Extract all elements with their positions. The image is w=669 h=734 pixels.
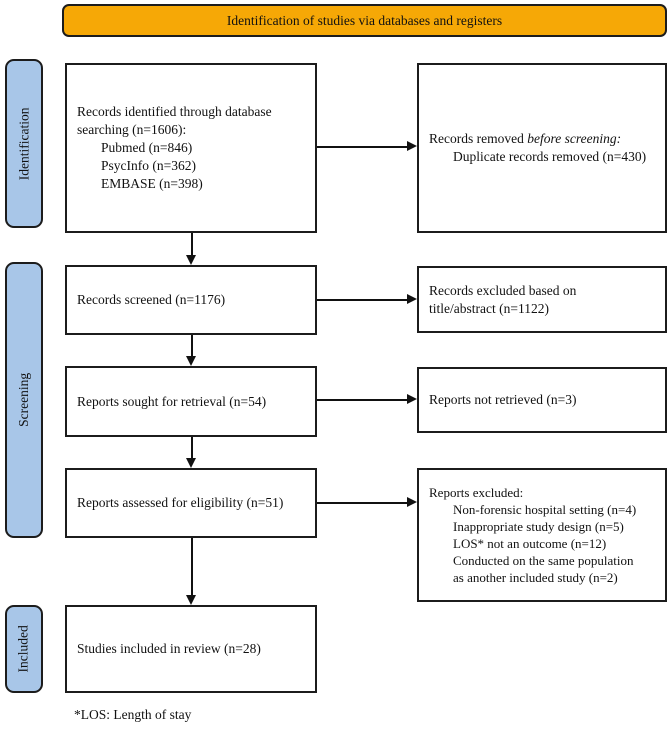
stage-included-label: Included <box>16 625 32 673</box>
records-screened-label: Records screened (n=1176) <box>77 292 226 308</box>
banner-title: Identification of studies via databases … <box>226 12 503 28</box>
arrow-down-sought-to-assessed <box>191 437 193 459</box>
arrow-right-screened-to-excluded <box>317 299 407 301</box>
box-studies-included: Studies included in review (n=28) <box>65 605 317 693</box>
records-excluded-line2: title/abstract (n=1122) <box>429 300 549 316</box>
arrowhead-right-3-icon <box>407 394 417 404</box>
reports-assessed-label: Reports assessed for eligibility (n=51) <box>77 495 284 511</box>
duplicates-removed: Duplicate records removed (n=430) <box>453 149 647 164</box>
arrowhead-down-2-icon <box>186 356 196 366</box>
box-records-screened: Records screened (n=1176) <box>65 265 317 335</box>
reason-same-population-2: as another included study (n=2) <box>453 570 618 586</box>
reason-los-not-outcome: LOS* not an outcome (n=12) <box>453 536 607 551</box>
reason-study-design: Inappropriate study design (n=5) <box>453 518 624 534</box>
reason-same-population-1: Conducted on the same population <box>453 553 634 569</box>
arrow-down-screened-to-sought <box>191 335 193 357</box>
arrow-right-assessed-to-excluded <box>317 502 407 504</box>
box-records-excluded-title-abstract: Records excluded based on title/abstract… <box>417 266 667 333</box>
studies-included-label: Studies included in review (n=28) <box>77 641 261 657</box>
box-reports-excluded: Reports excluded: Non-forensic hospital … <box>417 468 667 602</box>
records-excluded-line1: Records excluded based on <box>429 282 577 298</box>
source-embase: EMBASE (n=398) <box>101 175 203 191</box>
box-records-removed: Records removed before screening: Duplic… <box>417 63 667 233</box>
reports-sought-label: Reports sought for retrieval (n=54) <box>77 393 267 409</box>
reason-non-forensic: Non-forensic hospital setting (n=4) <box>453 501 637 517</box>
source-pubmed: Pubmed (n=846) <box>101 140 193 156</box>
box-reports-sought: Reports sought for retrieval (n=54) <box>65 366 317 437</box>
stage-screening: Screening <box>5 262 43 538</box>
arrowhead-right-1-icon <box>407 141 417 151</box>
records-removed-title: Records removed before screening: <box>429 131 622 147</box>
arrowhead-right-4-icon <box>407 497 417 507</box>
source-psycinfo: PsycInfo (n=362) <box>101 157 196 173</box>
arrow-down-assessed-to-included <box>191 538 193 596</box>
reports-not-retrieved-label: Reports not retrieved (n=3) <box>429 392 577 408</box>
arrowhead-down-4-icon <box>186 595 196 605</box>
arrow-right-identified-to-removed <box>317 146 407 148</box>
box-records-identified: Records identified through database sear… <box>65 63 317 233</box>
top-banner: Identification of studies via databases … <box>62 4 667 37</box>
arrowhead-down-3-icon <box>186 458 196 468</box>
stage-identification-label: Identification <box>16 107 32 180</box>
box-reports-not-retrieved: Reports not retrieved (n=3) <box>417 367 667 433</box>
reports-excluded-title: Reports excluded: <box>429 484 524 500</box>
arrowhead-down-1-icon <box>186 255 196 265</box>
footnote-los: *LOS: Length of stay <box>74 707 192 722</box>
stage-screening-label: Screening <box>16 373 32 427</box>
records-identified-line2: searching (n=1606): <box>77 122 187 138</box>
arrowhead-right-2-icon <box>407 294 417 304</box>
arrow-down-identified-to-screened <box>191 233 193 256</box>
stage-included: Included <box>5 605 43 693</box>
box-reports-assessed: Reports assessed for eligibility (n=51) <box>65 468 317 538</box>
stage-identification: Identification <box>5 59 43 228</box>
arrow-right-sought-to-not-retrieved <box>317 399 407 401</box>
records-identified-line1: Records identified through database <box>77 104 272 120</box>
